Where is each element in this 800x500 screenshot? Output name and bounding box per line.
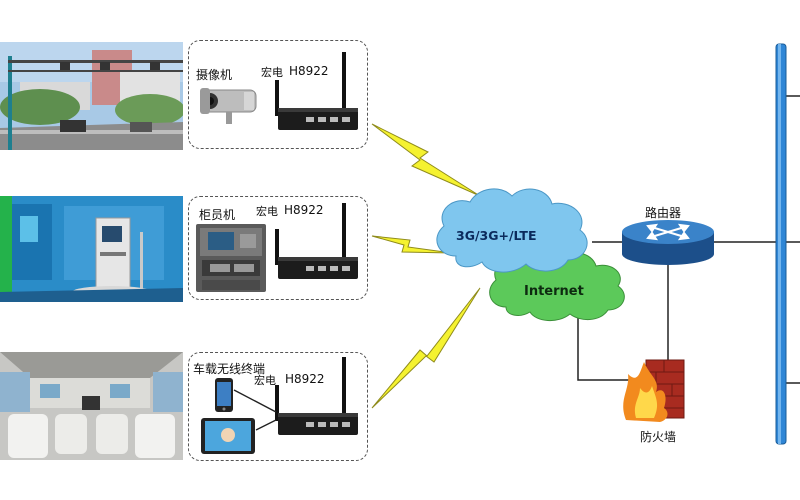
- vehicle-router-brand: 宏电: [254, 374, 276, 387]
- atm-router-brand: 宏电: [256, 205, 278, 218]
- vehicle-router-device: [275, 357, 358, 435]
- lightning-link-bottom: [371, 287, 481, 409]
- internet-firewall-line: [577, 296, 630, 381]
- atm-label: 柜员机: [199, 208, 236, 222]
- traffic-road-photo: [0, 42, 183, 150]
- camera-label: 摄像机: [196, 68, 233, 82]
- router-icon: [622, 220, 714, 265]
- vehicle-router-model: H8922: [285, 372, 325, 386]
- firewall-label: 防火墙: [640, 430, 677, 444]
- camera-icon: [200, 88, 257, 124]
- router-label: 路由器: [645, 206, 682, 220]
- atm-machine-icon: [196, 224, 266, 292]
- lightning-link-top: [371, 123, 481, 197]
- mobile-cloud-label: 3G/3G+/LTE: [456, 228, 537, 243]
- atm-router-device: [275, 203, 358, 279]
- tablet-icon: [201, 418, 255, 454]
- camera-router-device: [275, 52, 358, 130]
- bus-interior-photo: [0, 352, 183, 460]
- vehicle-terminal-label: 车载无线终端: [193, 362, 266, 376]
- mobile-cloud: [436, 188, 588, 273]
- atm-router-model: H8922: [284, 203, 324, 217]
- smartphone-icon: [215, 378, 233, 412]
- internet-cloud-label: Internet: [524, 284, 584, 299]
- firewall-icon: [623, 359, 685, 422]
- camera-router-model: H8922: [289, 64, 329, 78]
- camera-router-brand: 宏电: [261, 66, 283, 79]
- atm-lobby-photo: [0, 196, 183, 302]
